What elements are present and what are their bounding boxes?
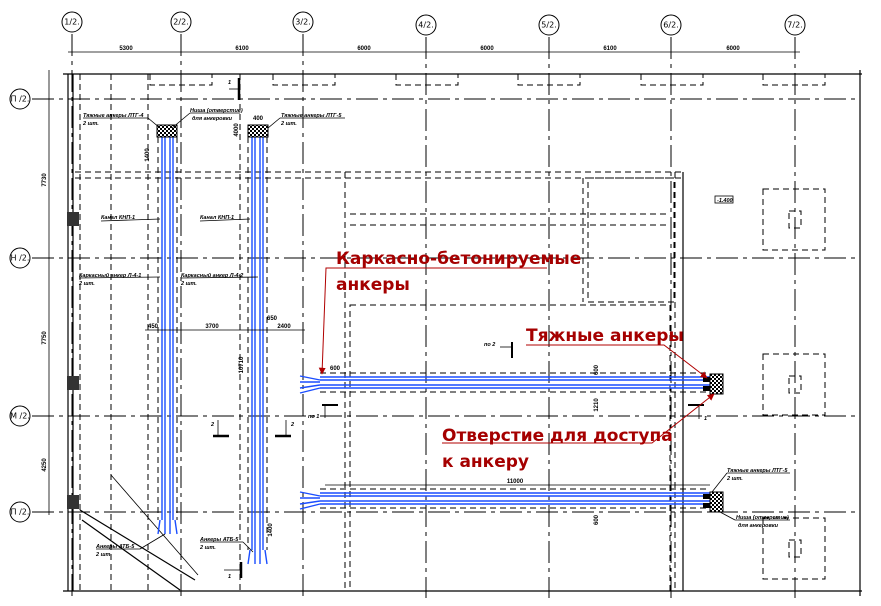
note: 2 шт. [95,552,112,558]
column-bubble: 3/2. [292,11,314,33]
section-marks: 1 2 2 по 2 по 1 1 1 [210,78,707,580]
dim-text: 400 [253,116,264,122]
section-label: 1 [228,574,231,580]
callout-access-hole: Отверстие для доступа к анкеру [442,393,715,472]
dim-text: 600 [594,514,600,525]
note: Ниша (отверстие) [736,515,789,521]
dim-text: 4250 [42,458,48,472]
row-label: П /2. [11,95,30,104]
column-label: 4/2. [418,21,433,30]
column-bubble: 7/2. [784,14,806,36]
note: для анкеровки [192,116,233,122]
note: Тяжные анкеры ЛТГ-4 [83,113,143,119]
dim-text: 2400 [277,324,291,330]
dim-text: 3700 [205,324,219,330]
dim-text: 450 [148,324,159,330]
note: 2 шт. [726,476,743,482]
anchor-block [709,491,724,513]
callout-text: Отверстие для доступа [442,426,673,446]
callout-tension-anchors: Тяжные анкеры [526,326,708,379]
callout-text: анкеры [336,275,410,295]
anchor-horizontal-1 [299,372,710,394]
note: для анкеровки [738,523,779,529]
anchor-horizontal-2 [299,484,710,510]
row-label: М /2. [10,412,30,421]
anchor-vertical-1 [157,137,178,535]
column-label: 1/2. [64,18,79,27]
row-bubble: П /2. [9,501,31,523]
note: 2 шт. [82,121,99,127]
dim-text: 6000 [357,46,371,52]
row-label: Н /2. [11,254,30,263]
column-bubble: 2/2. [170,11,192,33]
column-label: 6/2. [663,21,678,30]
section-label: по 2 [484,342,495,348]
row-label: П /2. [11,508,30,517]
dim-text: 6100 [603,46,617,52]
column-axes [71,34,796,598]
dim-text: 11000 [507,479,524,485]
anchor-vertical-2 [247,137,268,565]
column-label: 7/2. [787,21,802,30]
callout-text: к анкеру [442,452,529,472]
dim-text: 600 [330,366,341,372]
anchor-block [247,124,269,138]
callout-text: Тяжные анкеры [526,326,684,346]
dim-text: 6100 [235,46,249,52]
note: 2 шт. [280,121,297,127]
dim-text: 4000 [234,123,240,137]
section-label: 2 [290,422,294,428]
column-label: 2/2. [173,18,188,27]
dim-text: 650 [267,316,278,322]
dim-text: 7730 [42,173,48,187]
local-dimensions: 450 3700 2400 650 400 1400 4000 10710 60… [145,116,600,537]
dim-text: 1210 [594,398,600,412]
anchor-block [156,124,178,138]
note: Тяжные анкеры ЛТГ-5 [281,113,342,119]
note: Канал КНП-1 [101,215,135,221]
dim-text: 10710 [239,356,245,373]
column-bubble: 1/2. [61,11,83,33]
dim-text: 600 [594,364,600,375]
column-label: 3/2. [295,18,310,27]
note: Каркасный анкер Л-4-1 [79,272,141,279]
note: 2 шт. [78,281,95,287]
column-label: 5/2. [541,21,556,30]
row-dimension-line: 7730 7750 4250 [42,70,50,515]
building-outline: -1.400 [63,70,862,596]
note: Канал КНП-1 [200,215,234,221]
column-bubble: 6/2. [660,14,682,36]
leader-notes: Тяжные анкеры ЛТГ-4 2 шт. Ниша (отверсти… [78,108,790,558]
note: Анкеры АТБ-5 [199,537,239,543]
dim-text: 1400 [145,148,151,162]
note: Анкеры АТБ-5 [95,544,135,550]
section-label: 2 [210,422,214,428]
column-bubble: 4/2. [415,14,437,36]
section-label: 1 [704,416,707,422]
note: Тяжные анкеры ЛТГ-5 [727,468,788,474]
dim-text: 7750 [42,331,48,345]
note: 2 шт. [180,281,197,287]
note: Ниша (отверстие) [190,108,243,114]
dim-text: 6000 [726,46,740,52]
note: Каркасный анкер Л-4-2 [181,272,243,279]
dim-text: 5300 [119,46,133,52]
anchor-block [709,373,724,395]
level-mark: -1.400 [717,198,733,204]
note: 2 шт. [199,545,216,551]
section-label: 1 [228,80,231,86]
callout-text: Каркасно-бетонируемые [336,249,581,269]
callout-cast-anchors: Каркасно-бетонируемые анкеры [318,249,581,375]
dim-text: 1400 [268,523,274,537]
section-label: по 1 [308,414,319,420]
column-bubble: 5/2. [538,14,560,36]
row-bubble: П /2. [9,88,31,110]
row-bubble: М /2. [9,405,31,427]
dim-text: 6000 [480,46,494,52]
row-bubble: Н /2. [9,247,31,269]
column-dimension-line: 5300 6100 6000 6000 6100 6000 [68,46,800,53]
